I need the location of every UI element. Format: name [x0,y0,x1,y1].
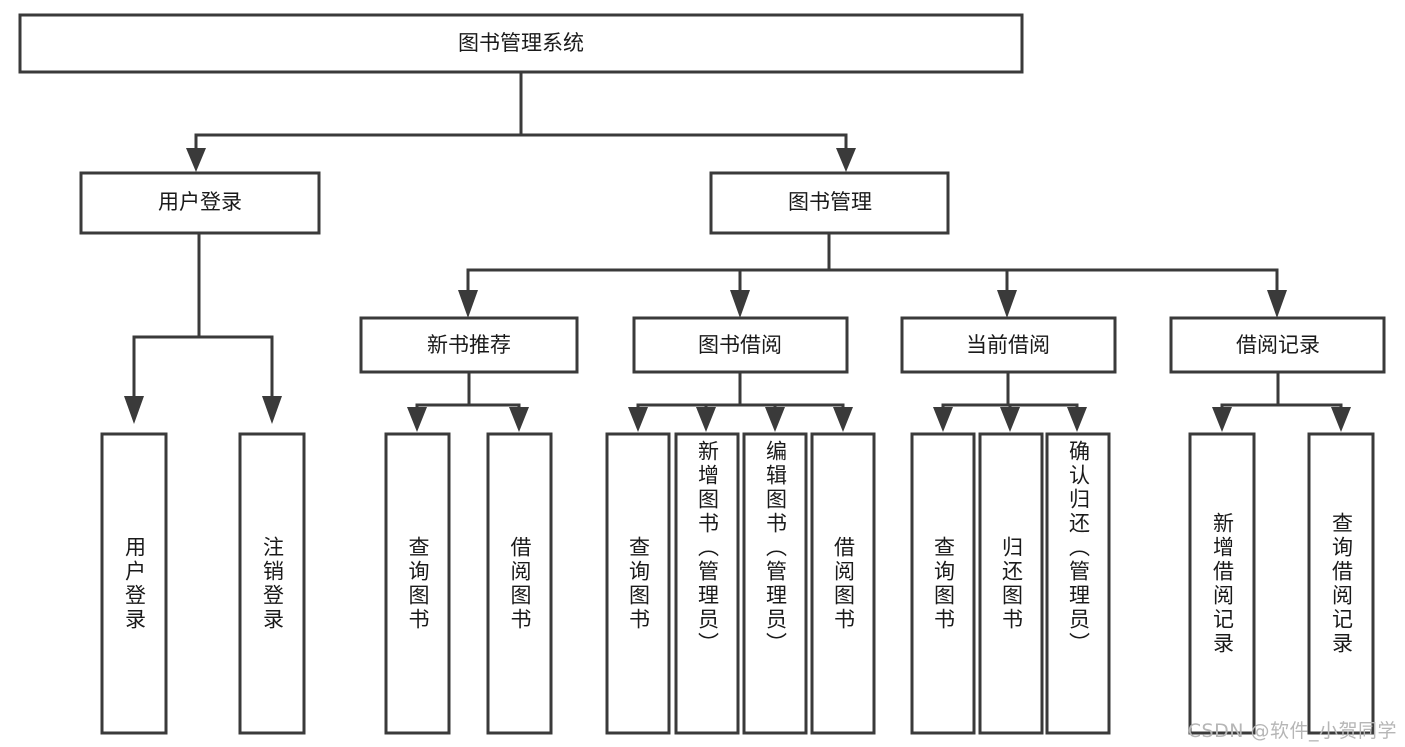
node-current-borrow-label: 当前借阅 [966,333,1050,357]
arrowhead-leaf-11 [1067,407,1087,432]
arrowhead-user-login [186,148,206,172]
node-leaf-2-box[interactable] [238,432,306,735]
node-leaf-3-box[interactable] [384,432,451,735]
node-boxes: 图书管理系统 用户登录 图书管理 新书推荐 图书借阅 当前借阅 借阅记录 [18,13,1386,735]
arrowhead-borrow-record [1267,290,1287,318]
node-leaf-1-box[interactable] [100,432,168,735]
node-borrow-record-box[interactable] [1169,316,1386,374]
node-root-label: 图书管理系统 [458,31,584,55]
node-leaf-12-box[interactable] [1188,432,1256,735]
arrowhead-leaf-3 [407,407,427,432]
node-leaf-6-box[interactable] [674,432,740,735]
connectors [124,70,1351,432]
node-leaf-11-box[interactable] [1045,432,1111,735]
node-book-borrow-box[interactable] [632,316,849,374]
node-leaf-13-box[interactable] [1307,432,1375,735]
node-book-borrow-label: 图书借阅 [698,333,782,357]
arrowhead-book-manage [836,148,856,172]
arrowhead-leaf-5 [628,407,648,432]
arrowhead-current-borrow [997,290,1017,318]
node-user-login-box[interactable] [79,171,321,235]
arrowhead-leaf-10 [1000,407,1020,432]
arrowhead-leaf-13 [1331,407,1351,432]
node-new-book-rec-label: 新书推荐 [427,333,511,357]
node-leaf-9-box[interactable] [910,432,976,735]
node-borrow-record-label: 借阅记录 [1236,333,1320,357]
arrowhead-leaf-1 [124,396,144,424]
node-leaf-4-box[interactable] [486,432,553,735]
node-new-book-rec-box[interactable] [359,316,579,374]
arrowhead-leaf-6 [696,407,716,432]
node-leaf-8-box[interactable] [810,432,876,735]
node-leaf-5-box[interactable] [605,432,671,735]
arrowhead-leaf-2 [262,396,282,424]
node-book-manage-label: 图书管理 [788,190,872,214]
node-leaf-10-box[interactable] [978,432,1044,735]
node-user-login-label: 用户登录 [158,190,242,214]
watermark: CSDN @软件_小贺同学 [1187,720,1397,742]
arrowhead-leaf-4 [509,407,529,432]
arrowhead-leaf-7 [765,407,785,432]
arrowhead-new-book-rec [458,290,478,318]
node-root-box[interactable] [18,13,1024,74]
arrowhead-book-borrow [730,290,750,318]
arrowhead-leaf-8 [833,407,853,432]
arrowhead-leaf-9 [933,407,953,432]
node-leaf-7-box[interactable] [742,432,808,735]
arrowhead-leaf-12 [1212,407,1232,432]
node-book-manage-box[interactable] [709,171,950,235]
node-current-borrow-box[interactable] [900,316,1117,374]
